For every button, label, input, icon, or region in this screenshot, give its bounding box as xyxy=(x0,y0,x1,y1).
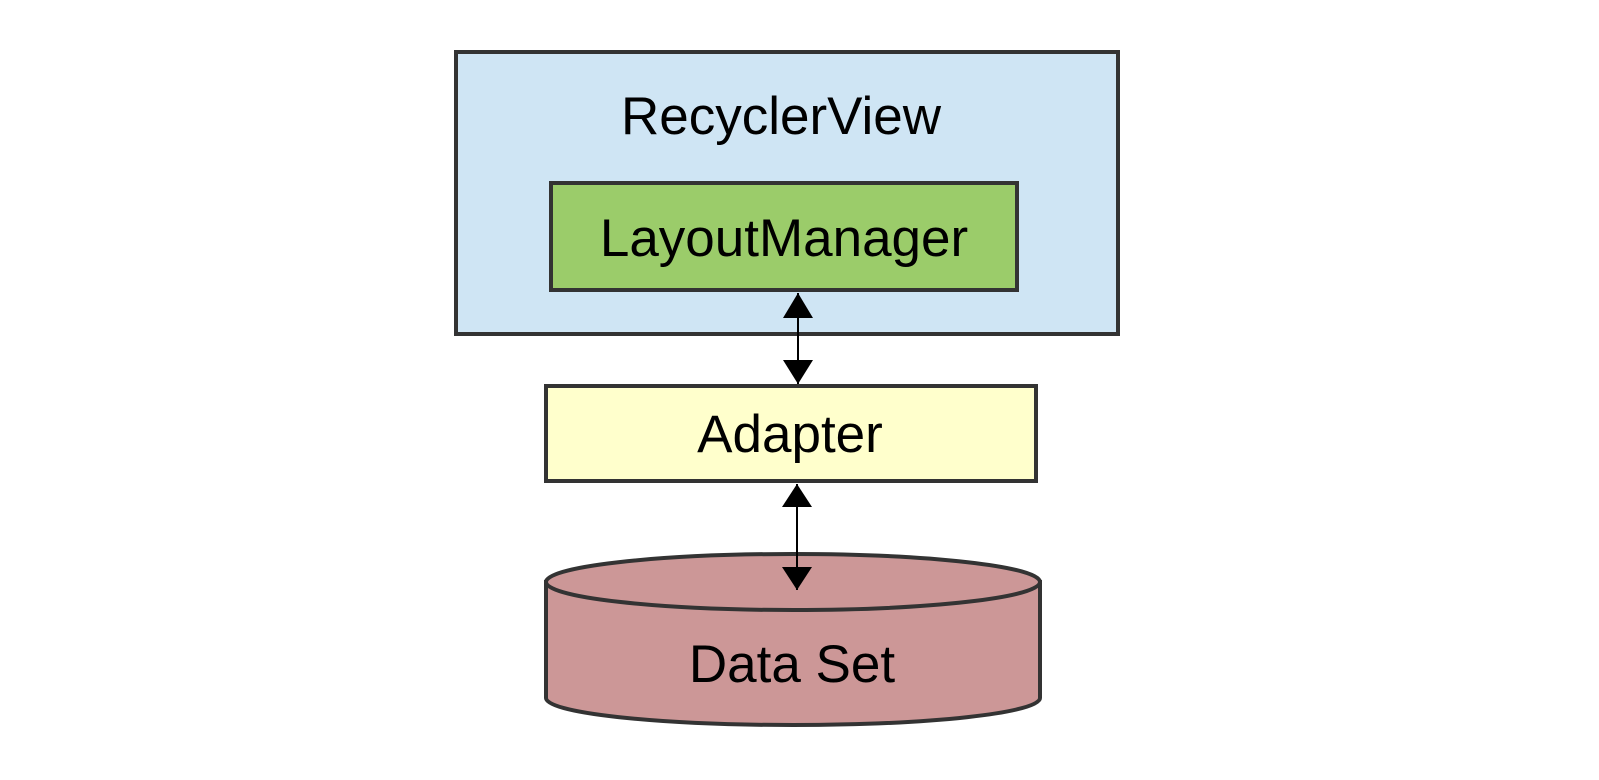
arrowhead-down-icon xyxy=(783,360,813,384)
arrowhead-up-icon xyxy=(782,484,812,507)
dataset-cylinder-body xyxy=(544,580,1042,727)
arrowhead-down-icon xyxy=(782,567,812,590)
connector-layoutmanager-adapter xyxy=(783,293,813,384)
layoutmanager-label: LayoutManager xyxy=(600,209,968,268)
adapter-box xyxy=(544,384,1038,483)
layoutmanager-node: LayoutManager xyxy=(549,181,1019,292)
arrowhead-up-icon xyxy=(783,293,813,318)
connector-adapter-dataset xyxy=(782,484,812,590)
layoutmanager-box xyxy=(549,181,1019,292)
recyclerview-label: RecyclerView xyxy=(621,87,942,146)
adapter-label: Adapter xyxy=(697,405,883,464)
dataset-label: Data Set xyxy=(689,635,896,694)
adapter-node: Adapter xyxy=(544,384,1038,483)
